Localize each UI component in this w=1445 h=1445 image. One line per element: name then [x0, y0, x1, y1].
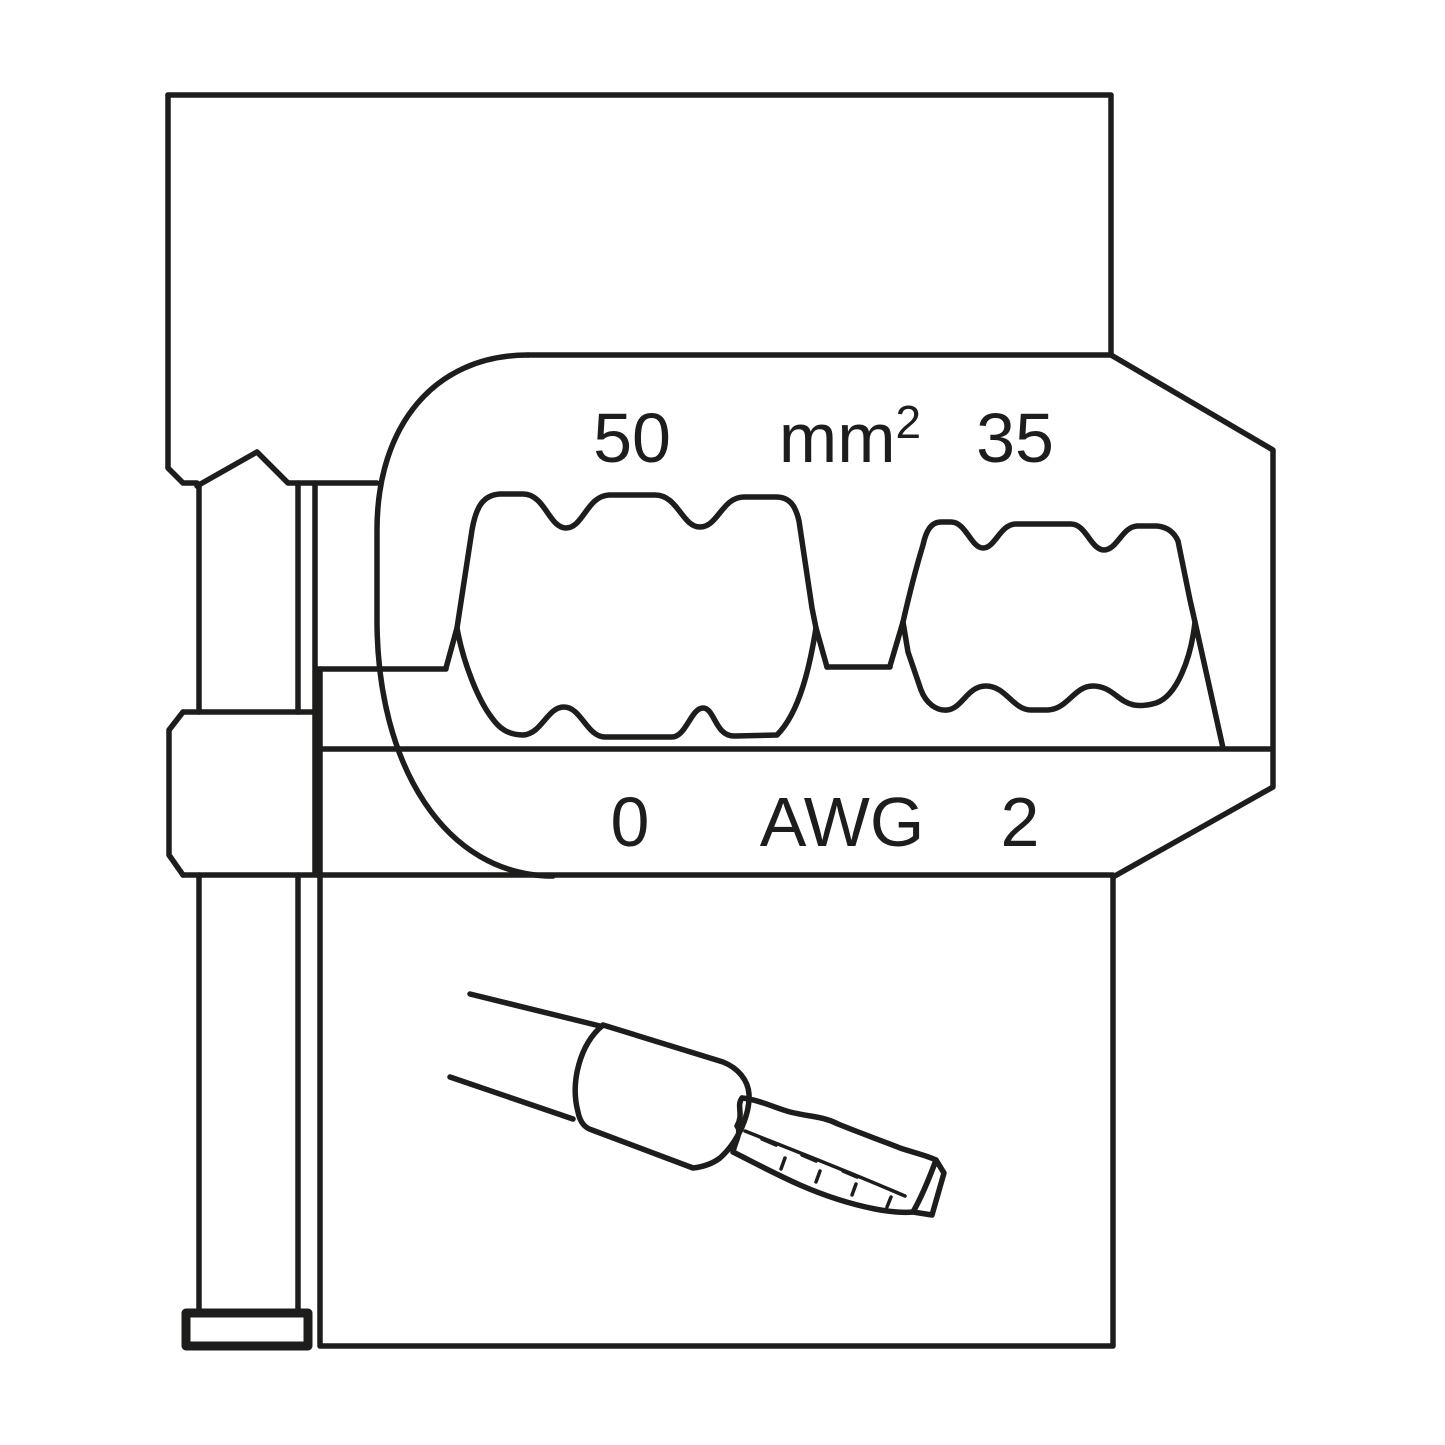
- crimp-zone-capsule: [180, 352, 1116, 879]
- wire-line-bottom: [447, 1074, 576, 1122]
- module-body-outline: [165, 92, 1276, 1349]
- labels: 50 mm2 35 0 AWG 2: [593, 396, 1054, 861]
- label-size-35: 35: [976, 399, 1054, 477]
- ferrule-illustration: [447, 991, 947, 1218]
- ferrule-collar: [572, 1022, 752, 1171]
- die-cavity-35mm2: [900, 519, 1198, 713]
- latch-structure: [166, 449, 380, 878]
- label-awg-2: 2: [1001, 783, 1040, 861]
- post-foot: [181, 1308, 313, 1351]
- slot-lines: [313, 619, 1275, 752]
- label-size-50: 50: [593, 399, 671, 477]
- label-unit-mm2: mm2: [779, 396, 921, 477]
- line-art: [165, 92, 1276, 1351]
- guide-post: [181, 872, 313, 1351]
- ferrule-pin-outline: [730, 1095, 916, 1216]
- ferrule-pin-top-edge: [739, 1095, 939, 1163]
- ferrule-tip-face: [910, 1157, 947, 1218]
- label-awg-unit: AWG: [760, 783, 925, 861]
- wire-line-top: [467, 991, 611, 1031]
- crimp-serrations: [760, 1137, 893, 1209]
- die-cavity-50mm2: [454, 491, 819, 740]
- label-awg-0: 0: [611, 783, 650, 861]
